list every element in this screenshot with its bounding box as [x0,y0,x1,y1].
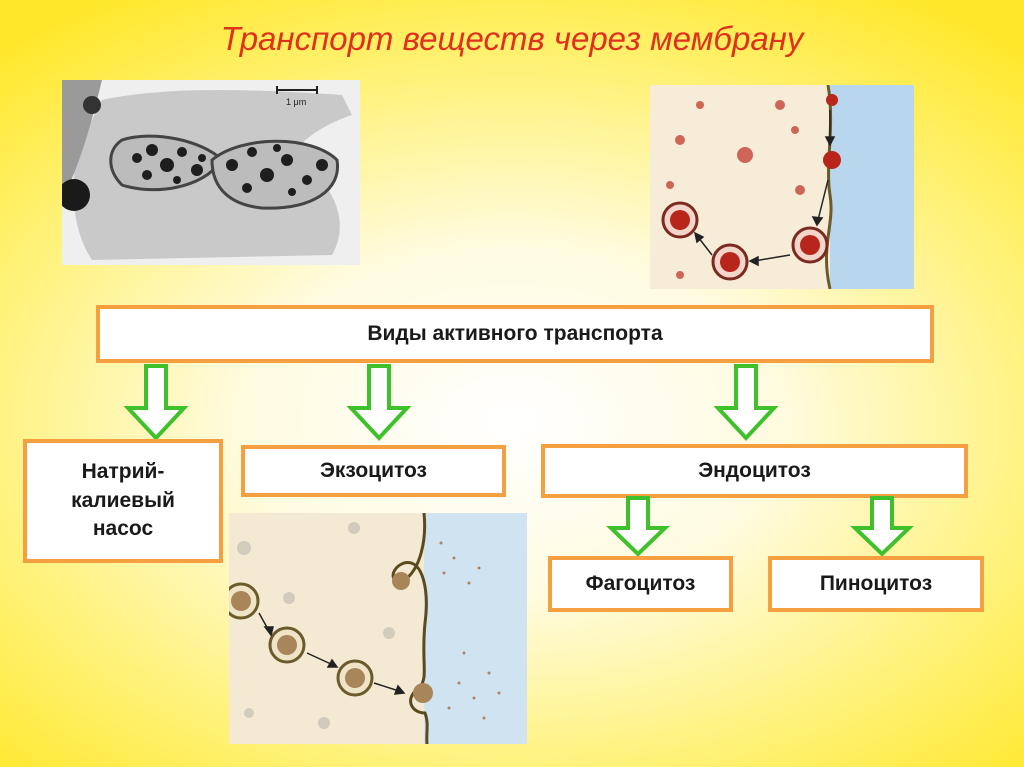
arrow-to-pinocytosis [849,494,915,558]
vesicle-2 [713,245,747,279]
vesicle-1 [663,203,697,237]
arrow-to-sodium-pump [122,362,190,442]
sodium-potassium-pump-box: Натрий- калиевый насос [23,439,223,563]
active-transport-types-label: Виды активного транспорта [367,320,662,348]
micrograph-bacterium: 1 μm [62,80,360,265]
sodium-pump-line-1: Натрий- [82,458,165,486]
exocytosis-image [229,513,527,744]
scale-bar-label: 1 μm [286,97,306,107]
arrow-to-endocytosis [712,362,780,442]
endocytosis-label: Эндоцитоз [698,457,811,485]
pinocytosis-label: Пиноцитоз [820,570,932,598]
secretory-vesicle-3 [338,661,372,695]
secretory-vesicle-1 [229,584,258,618]
pinocytosis-box: Пиноцитоз [768,556,984,612]
endocytosis-box: Эндоцитоз [541,444,968,498]
sodium-pump-line-2: калиевый [71,487,175,515]
endocytosis-illustration [650,85,914,289]
arrow-to-phagocytosis [605,494,671,558]
exocytosis-illustration [229,513,527,744]
active-transport-types-box: Виды активного транспорта [96,305,934,363]
exocytosis-box: Экзоцитоз [241,445,506,497]
secretory-vesicle-2 [270,628,304,662]
arrow-to-exocytosis [345,362,413,442]
endocytosis-image [650,85,914,289]
exocytosis-label: Экзоцитоз [320,457,427,485]
phagocytosis-label: Фагоцитоз [586,570,696,598]
vesicle-3 [793,228,827,262]
sodium-pump-line-3: насос [93,515,153,543]
slide-title: Транспорт веществ через мембрану [0,20,1024,58]
phagocytosis-box: Фагоцитоз [548,556,733,612]
micrograph-image: 1 μm [62,80,360,265]
